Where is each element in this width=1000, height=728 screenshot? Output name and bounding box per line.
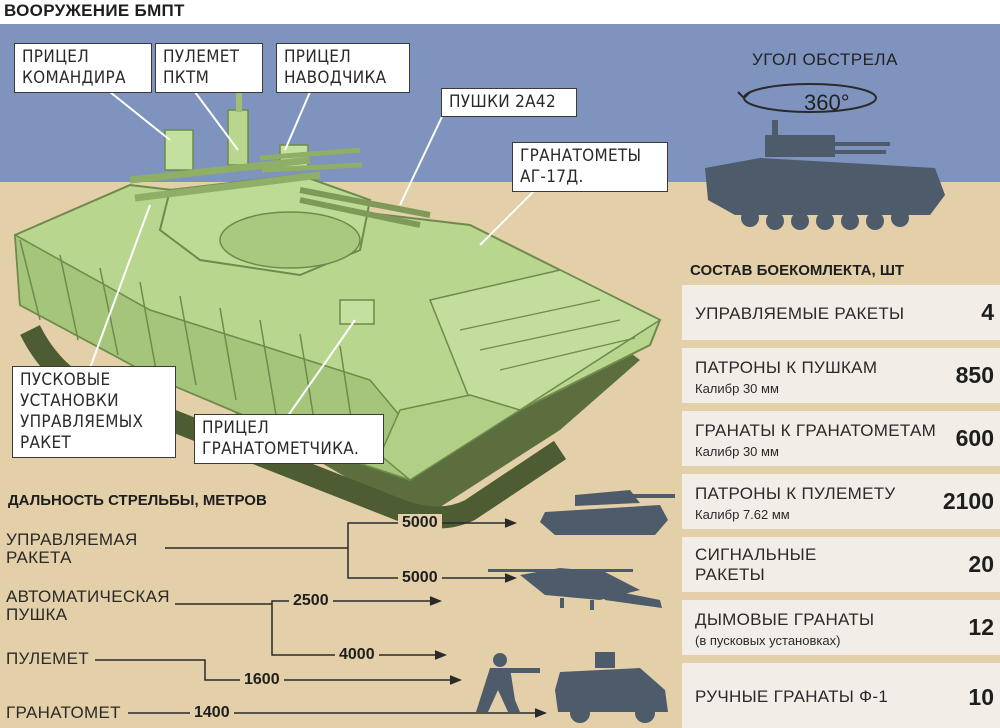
callout-missile-launchers: ПУСКОВЫЕ УСТАНОВКИ УПРАВЛЯЕМЫХ РАКЕТ [12, 366, 176, 458]
page-title: ВООРУЖЕНИЕ БМПТ [4, 1, 185, 20]
range-lines [95, 518, 548, 718]
range-value: 1400 [190, 704, 234, 722]
callout-grenadier-sight: ПРИЦЕЛ ГРАНАТОМЕТЧИКА. [194, 414, 384, 464]
range-value: 5000 [398, 514, 442, 532]
ammo-row: ПАТРОНЫ К ПУЛЕМЕТУ Калибр 7.62 мм 2100 [682, 474, 1000, 529]
weapon-label-machine-gun: ПУЛЕМЕТ [6, 649, 89, 668]
ammo-row-value: 10 [968, 684, 994, 710]
bmpt-silhouette-icon [705, 120, 945, 230]
ammo-row-value: 600 [955, 425, 994, 451]
firing-angle-label: УГОЛ ОБСТРЕЛА [752, 50, 898, 69]
vehicle-turret [129, 92, 431, 277]
ammo-row-name: РУЧНЫЕ ГРАНАТЫ Ф-1 [695, 687, 889, 706]
armored-car-silhouette-icon [555, 652, 668, 723]
callout-leaders [89, 91, 541, 421]
ammo-row-value: 20 [968, 551, 994, 577]
ammo-row-sub: (в пусковых установках) [695, 633, 841, 648]
ammo-row: ГРАНАТЫ К ГРАНАТОМЕТАМ Калибр 30 мм 600 [682, 411, 1000, 466]
rotation-arc-icon [737, 83, 877, 113]
range-value: 4000 [335, 646, 379, 664]
ammo-row-sub: Калибр 30 мм [695, 381, 779, 396]
ammo-row-name: ПАТРОНЫ К ПУЛЕМЕТУ [695, 484, 896, 503]
weapon-label-missile: УПРАВЛЯЕМАЯ РАКЕТА [6, 530, 138, 567]
soldier-silhouette-icon [476, 653, 540, 712]
ammo-row: ДЫМОВЫЕ ГРАНАТЫ (в пусковых установках) … [682, 600, 1000, 655]
ammo-row: РУЧНЫЕ ГРАНАТЫ Ф-1 10 [682, 663, 1000, 728]
ammo-row-name: ДЫМОВЫЕ ГРАНАТЫ [695, 610, 875, 629]
ammo-row-sub: Калибр 30 мм [695, 444, 779, 459]
grenadier-sight-part [339, 299, 375, 325]
ammo-row-value: 4 [981, 299, 994, 325]
ammo-row-name: СИГНАЛЬНЫЕ РАКЕТЫ [695, 545, 817, 584]
callout-commander-sight: ПРИЦЕЛ КОМАНДИРА [14, 43, 152, 93]
firing-angle-value: 360° [804, 90, 850, 115]
callout-grenade-launchers: ГРАНАТОМЕТЫ АГ-17Д. [512, 142, 668, 192]
title-bar: ВООРУЖЕНИЕ БМПТ [0, 0, 1000, 24]
ammo-row: СИГНАЛЬНЫЕ РАКЕТЫ 20 [682, 537, 1000, 592]
ammo-row-value: 2100 [942, 488, 994, 514]
range-title: ДАЛЬНОСТЬ СТРЕЛЬБЫ, МЕТРОВ [8, 492, 267, 509]
ammo-row-value: 12 [968, 614, 994, 640]
callout-cannons: ПУШКИ 2А42 [441, 88, 577, 117]
ammo-row-name: УПРАВЛЯЕМЫЕ РАКЕТЫ [695, 304, 905, 323]
ammo-row-name: ГРАНАТЫ К ГРАНАТОМЕТАМ [695, 421, 937, 440]
ammo-title: СОСТАВ БОЕКОМЛЕКТА, ШТ [690, 262, 905, 279]
range-value: 5000 [398, 569, 442, 587]
weapon-label-grenade-launcher: ГРАНАТОМЕТ [6, 703, 121, 722]
weapon-label-cannon: АВТОМАТИЧЕСКАЯ ПУШКА [6, 587, 170, 624]
ammo-row: УПРАВЛЯЕМЫЕ РАКЕТЫ 4 [682, 285, 1000, 340]
callout-gunner-sight: ПРИЦЕЛ НАВОДЧИКА [276, 43, 410, 93]
tank-silhouette-icon [540, 490, 675, 535]
ammo-row-value: 850 [955, 362, 994, 388]
ammo-row: ПАТРОНЫ К ПУШКАМ Калибр 30 мм 850 [682, 348, 1000, 403]
callout-machine-gun: ПУЛЕМЕТ ПКТМ [155, 43, 263, 93]
range-value: 1600 [240, 671, 284, 689]
helicopter-silhouette-icon [488, 568, 662, 610]
ammo-row-sub: Калибр 7.62 мм [695, 507, 790, 522]
ammo-row-name: ПАТРОНЫ К ПУШКАМ [695, 358, 878, 377]
range-value: 2500 [289, 592, 333, 610]
